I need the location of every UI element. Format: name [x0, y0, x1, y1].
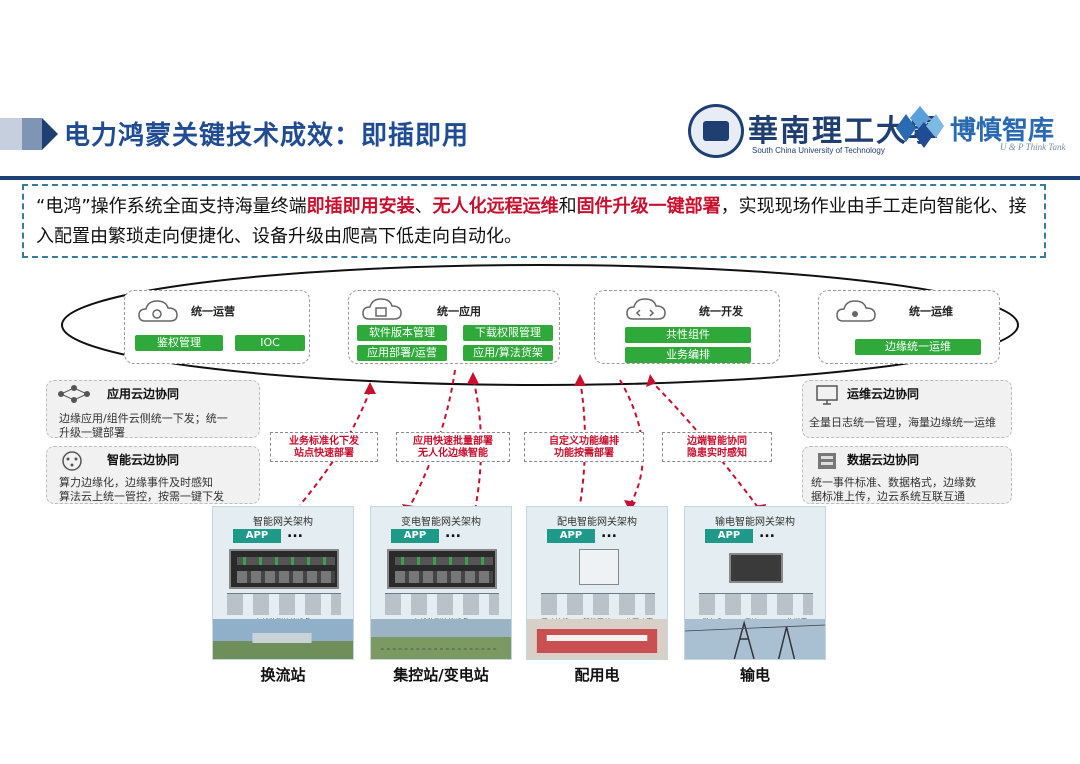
think-tank-logo-icon: [896, 106, 944, 148]
side-card-title: 应用云边协同: [107, 387, 180, 401]
app-badge: APP: [547, 529, 595, 543]
side-card-text: 升级一键部署: [59, 426, 125, 439]
database-icon: [818, 453, 836, 469]
gateway-device-icon: [229, 549, 339, 589]
substation-photo: [371, 619, 511, 659]
more-dots: ...: [759, 525, 775, 541]
gateway-device-icon: [387, 549, 497, 589]
flow-arrow: [619, 379, 644, 506]
cloud-maintenance-icon: [836, 300, 876, 322]
summary-text: 和: [558, 196, 577, 217]
site-architecture-title: 配电智能网关架构: [557, 517, 637, 528]
terminal-devices-icon: [541, 593, 655, 615]
title-accent-bar: [0, 112, 62, 156]
side-card-data-cloud-edge: 数据云边协同 统一事件标准、数据格式，边缘数 据标准上传，边云系统互联互通: [802, 446, 1012, 504]
flow-arrow: [579, 379, 586, 506]
card-title: 统一开发: [699, 305, 743, 318]
more-dots: ...: [445, 525, 461, 541]
site-panel-converter: 智能网关架构 APP ... 在线监测终端设备: [212, 506, 354, 660]
site-name: 换流站: [260, 666, 306, 684]
flow-arrow: [472, 377, 482, 511]
auth-management-button[interactable]: 鉴权管理: [135, 335, 223, 351]
distribution-photo: [527, 619, 667, 659]
common-components-button[interactable]: 共性组件: [625, 327, 751, 343]
converter-station-photo: [213, 619, 353, 659]
terminal-devices-icon: [227, 593, 341, 615]
software-version-button[interactable]: 软件版本管理: [357, 325, 447, 341]
side-card-title: 智能云边协同: [107, 453, 180, 467]
site-panel-transmission: 输电智能网关架构 APP ... 微气象 雷达 终端表: [684, 506, 826, 660]
side-card-text: 据标准上传，边云系统互联互通: [811, 490, 965, 503]
cloud-dev-icon: [626, 298, 666, 320]
app-badge: APP: [705, 529, 753, 543]
card-title: 统一应用: [437, 305, 481, 318]
gateway-device-icon: [729, 553, 783, 583]
summary-box: “电鸿”操作系统全面支持海量终端即插即用安装、无人化远程运维和固件升级一键部署，…: [22, 184, 1046, 258]
side-card-text: 全量日志统一管理，海量边缘统一运维: [809, 416, 996, 429]
more-dots: ...: [287, 525, 303, 541]
card-title: 统一运营: [191, 305, 235, 318]
side-card-text: 边缘应用/组件云侧统一下发；统一: [59, 412, 228, 425]
summary-highlight: 无人化远程运维: [432, 196, 559, 217]
university-emblem-icon: [688, 104, 744, 158]
site-name: 配用电: [574, 666, 620, 684]
page-title: 电力鸿蒙关键技术成效：即插即用: [64, 121, 470, 151]
side-card-text: 算法云上统一管控，按需一键下发: [59, 490, 224, 503]
brain-icon: [62, 451, 82, 471]
side-card-title: 数据云边协同: [847, 453, 920, 467]
site-name: 集控站/变电站: [393, 666, 489, 684]
monitor-icon: [816, 385, 838, 405]
university-name-en: South China University of Technology: [752, 146, 885, 155]
site-panel-substation: 变电智能网关架构 APP ... 在线监测终端设备: [370, 506, 512, 660]
download-permission-button[interactable]: 下载权限管理: [463, 325, 553, 341]
capability-label: 自定义功能编排功能按需部署: [524, 432, 644, 462]
site-name: 输电: [739, 666, 770, 684]
header-divider: [0, 176, 1080, 180]
think-tank-name: 博慎智库: [950, 116, 1055, 146]
think-tank-name-en: U & P Think Tank: [1000, 142, 1066, 152]
side-card-intelligent-cloud-edge: 智能云边协同 算力边缘化，边缘事件及时感知 算法云上统一管控，按需一键下发: [46, 446, 260, 504]
business-orchestration-button[interactable]: 业务编排: [625, 347, 751, 363]
side-card-text: 统一事件标准、数据格式，边缘数: [811, 476, 976, 489]
network-icon: [58, 385, 90, 403]
site-architecture-title: 变电智能网关架构: [401, 517, 481, 528]
flow-arrow: [299, 389, 371, 506]
site-architecture-title: 智能网关架构: [253, 517, 313, 528]
flow-arrow: [649, 379, 761, 511]
capability-label: 应用快速批量部署无人化边缘智能: [396, 432, 510, 462]
side-card-title: 运维云边协同: [847, 387, 920, 401]
cloud-gear-icon: [138, 300, 178, 322]
cloud-card-unified-maintenance: 统一运维 边缘统一运维: [818, 290, 1000, 364]
summary-text: “电鸿”操作系统全面支持海量终端: [36, 196, 307, 217]
side-card-text: 算力边缘化，边缘事件及时感知: [59, 476, 213, 489]
cloud-app-icon: [362, 298, 402, 320]
card-title: 统一运维: [909, 305, 953, 318]
app-deploy-button[interactable]: 应用部署/运营: [357, 345, 447, 361]
transmission-tower-photo: [685, 619, 825, 659]
cloud-card-unified-application: 统一应用 软件版本管理 下载权限管理 应用部署/运营 应用/算法货架: [348, 290, 560, 364]
more-dots: ...: [601, 525, 617, 541]
cloud-card-unified-development: 统一开发 共性组件 业务编排: [594, 290, 780, 364]
app-badge: APP: [233, 529, 281, 543]
capability-label: 边端智能协同隐患实时感知: [662, 432, 772, 462]
side-card-maintenance-cloud-edge: 运维云边协同 全量日志统一管理，海量边缘统一运维: [802, 380, 1012, 438]
cloud-card-unified-operation: 统一运营 鉴权管理 IOC: [124, 290, 310, 364]
summary-highlight: 即插即用安装: [306, 196, 415, 217]
app-badge: APP: [391, 529, 439, 543]
capability-label: 业务标准化下发站点快速部署: [270, 432, 378, 462]
app-shelf-button[interactable]: 应用/算法货架: [463, 345, 553, 361]
side-card-app-cloud-edge: 应用云边协同 边缘应用/组件云侧统一下发；统一 升级一键部署: [46, 380, 260, 439]
site-panel-distribution: 配电智能网关架构 APP ... 无功补偿 智能开关 分区功率: [526, 506, 668, 660]
summary-text: 、: [414, 196, 433, 217]
ioc-button[interactable]: IOC: [235, 335, 305, 351]
summary-highlight: 固件升级一键部署: [576, 196, 721, 217]
site-architecture-title: 输电智能网关架构: [715, 517, 795, 528]
terminal-devices-icon: [699, 593, 813, 615]
summary-text: ，实现现场作业由手工走向智能化、接入配置由繁琐走向便捷化、设备升级由爬高下低走向…: [36, 196, 1027, 247]
terminal-devices-icon: [385, 593, 499, 615]
smart-meter-icon: [579, 549, 619, 585]
edge-unified-maintenance-button[interactable]: 边缘统一运维: [855, 339, 981, 355]
